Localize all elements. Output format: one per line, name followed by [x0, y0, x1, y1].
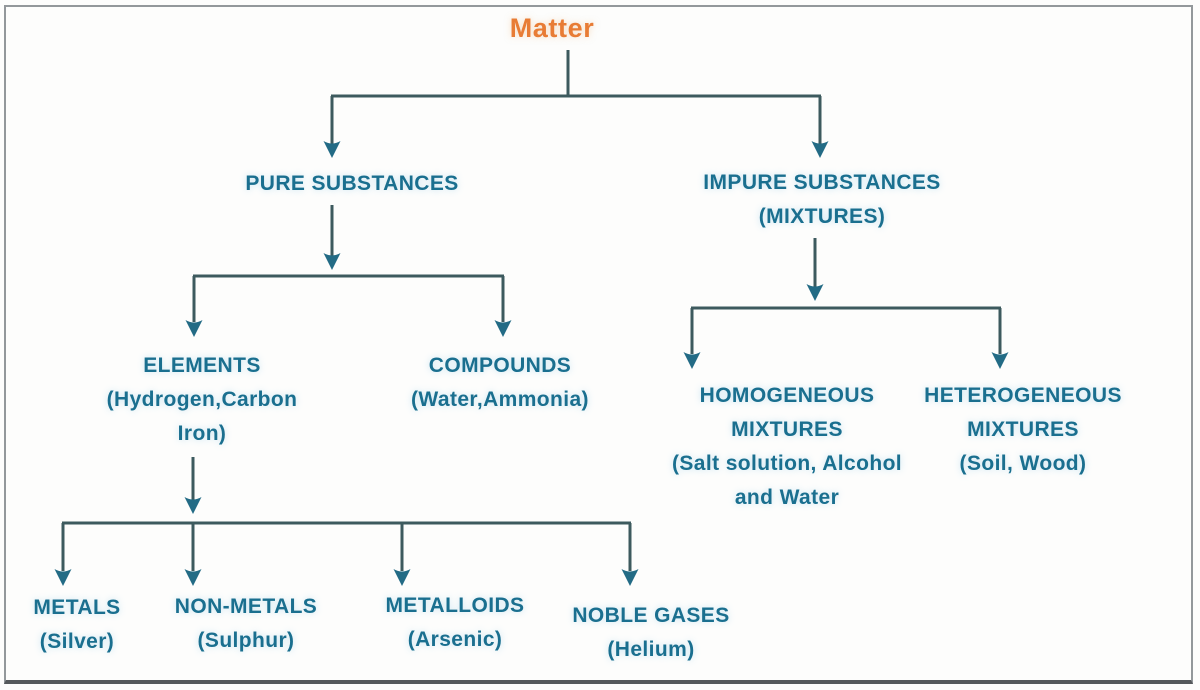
node-elements-label: ELEMENTS [143, 354, 261, 377]
node-homogeneous-label-1: HOMOGENEOUS [699, 384, 875, 407]
node-metals: METALS (Silver) [2, 591, 152, 659]
node-heterogeneous-label-2: MIXTURES [967, 418, 1079, 441]
node-metalloids: METALLOIDS (Arsenic) [360, 589, 550, 657]
node-non-metals-example: (Sulphur) [197, 629, 295, 652]
node-compounds-label: COMPOUNDS [428, 354, 572, 377]
node-elements-examples-2: Iron) [177, 422, 227, 445]
node-elements: ELEMENTS (Hydrogen,Carbon Iron) [72, 349, 332, 451]
node-impure-substances: IMPURE SUBSTANCES (MIXTURES) [662, 166, 982, 234]
node-elements-examples-1: (Hydrogen,Carbon [106, 388, 298, 411]
node-heterogeneous-examples: (Soil, Wood) [959, 452, 1087, 475]
node-homogeneous-label-2: MIXTURES [731, 418, 843, 441]
node-metalloids-example: (Arsenic) [407, 628, 503, 651]
node-noble-gases-label: NOBLE GASES [572, 604, 730, 627]
node-pure-substances-label: PURE SUBSTANCES [245, 172, 459, 195]
node-metals-label: METALS [33, 596, 121, 619]
node-matter-label: Matter [509, 13, 595, 43]
node-noble-gases-example: (Helium) [607, 638, 695, 661]
node-compounds: COMPOUNDS (Water,Ammonia) [370, 349, 630, 417]
node-non-metals-label: NON-METALS [174, 595, 318, 618]
node-heterogeneous-mixtures: HETEROGENEOUS MIXTURES (Soil, Wood) [893, 379, 1153, 481]
node-heterogeneous-label-1: HETEROGENEOUS [924, 384, 1122, 407]
node-noble-gases: NOBLE GASES (Helium) [546, 599, 756, 667]
node-homogeneous-examples-1: (Salt solution, Alcohol [671, 452, 903, 475]
node-homogeneous-examples-2: and Water [734, 486, 840, 509]
node-metalloids-label: METALLOIDS [385, 594, 525, 617]
node-impure-substances-sublabel: (MIXTURES) [758, 205, 886, 228]
node-pure-substances: PURE SUBSTANCES [212, 167, 492, 201]
node-matter: Matter [472, 11, 632, 45]
node-compounds-examples: (Water,Ammonia) [411, 388, 589, 411]
node-metals-example: (Silver) [39, 630, 115, 653]
node-non-metals: NON-METALS (Sulphur) [146, 590, 346, 658]
node-impure-substances-label: IMPURE SUBSTANCES [703, 171, 941, 194]
node-homogeneous-mixtures: HOMOGENEOUS MIXTURES (Salt solution, Alc… [632, 379, 942, 515]
